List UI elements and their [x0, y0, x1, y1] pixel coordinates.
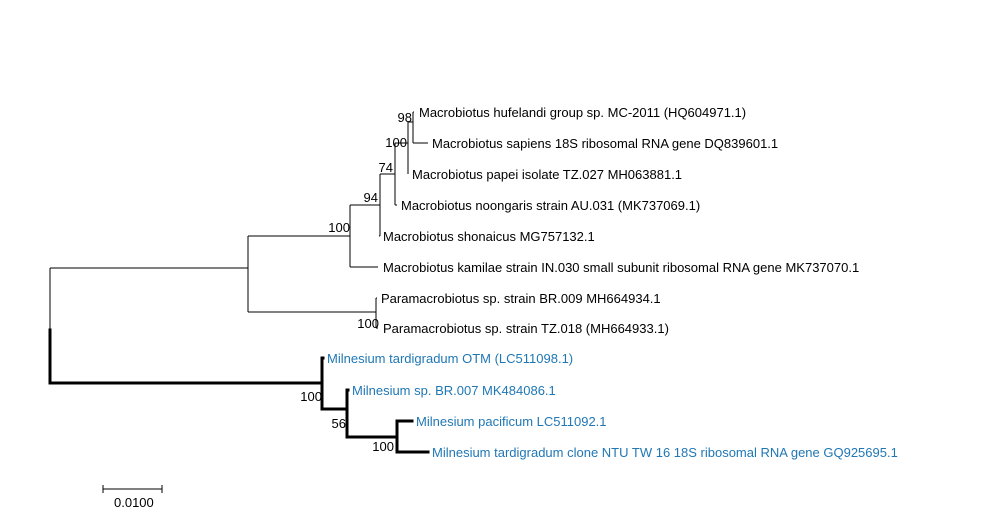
taxon-label: Macrobiotus papei isolate TZ.027 MH06388… [412, 167, 682, 182]
bootstrap-value: 100 [372, 439, 394, 454]
taxon-label: Paramacrobiotus sp. strain TZ.018 (MH664… [383, 321, 669, 336]
taxon-label: Macrobiotus hufelandi group sp. MC-2011 … [419, 105, 746, 120]
bootstrap-value: 100 [357, 316, 379, 331]
bootstrap-values: 98 100 74 94 100 100 100 56 100 [300, 110, 412, 454]
bootstrap-value: 100 [300, 389, 322, 404]
taxon-labels: Macrobiotus hufelandi group sp. MC-2011 … [327, 105, 898, 460]
bootstrap-value: 100 [328, 220, 350, 235]
branches-milnesium-clade [48, 328, 430, 454]
taxon-label: Macrobiotus sapiens 18S ribosomal RNA ge… [432, 136, 778, 151]
bootstrap-value: 94 [364, 190, 378, 205]
taxon-label-highlight: Milnesium pacificum LC511092.1 [416, 414, 607, 429]
taxon-label: Macrobiotus kamilae strain IN.030 small … [383, 260, 859, 275]
bootstrap-value: 74 [379, 160, 393, 175]
bootstrap-value: 100 [385, 135, 407, 150]
taxon-label-highlight: Milnesium tardigradum clone NTU TW 16 18… [432, 445, 898, 460]
branches-outgroup-clade [49, 111, 428, 330]
scale-bar-label: 0.0100 [114, 495, 154, 510]
taxon-label-highlight: Milnesium sp. BR.007 MK484086.1 [352, 383, 556, 398]
bootstrap-value: 56 [332, 416, 346, 431]
scale-bar: 0.0100 [102, 485, 163, 510]
bootstrap-value: 98 [398, 110, 412, 125]
taxon-label-highlight: Milnesium tardigradum OTM (LC511098.1) [327, 351, 573, 366]
taxon-label: Paramacrobiotus sp. strain BR.009 MH6649… [381, 291, 661, 306]
taxon-label: Macrobiotus noongaris strain AU.031 (MK7… [401, 198, 700, 213]
taxon-label: Macrobiotus shonaicus MG757132.1 [383, 229, 595, 244]
